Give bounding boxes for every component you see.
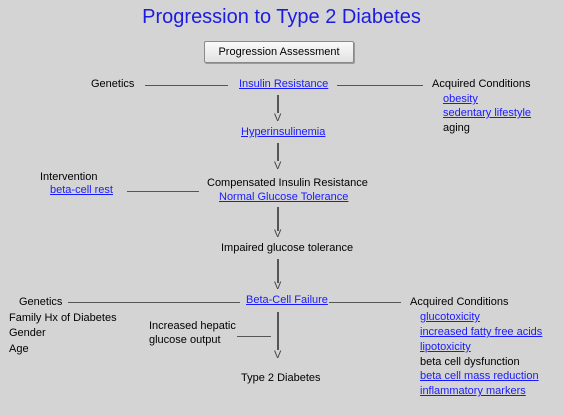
arrow-down-icon: V	[274, 280, 282, 292]
arrow-shaft	[277, 259, 279, 283]
beta-cell-failure-link[interactable]: Beta-Cell Failure	[246, 294, 328, 306]
arrow-down-icon: V	[274, 228, 282, 240]
inflammatory-markers-link[interactable]: inflammatory markers	[420, 385, 526, 397]
beta-cell-rest-link[interactable]: beta-cell rest	[50, 184, 113, 196]
impaired-glucose-tolerance-label: Impaired glucose tolerance	[221, 242, 354, 254]
age-label: Age	[9, 343, 29, 355]
acquired-conditions-header: Acquired Conditions	[410, 296, 509, 308]
connector-line	[237, 336, 271, 337]
arrow-shaft	[277, 207, 279, 231]
obesity-link[interactable]: obesity	[443, 93, 478, 105]
lipotoxicity-link[interactable]: lipotoxicity	[420, 341, 471, 353]
hyperinsulinemia-link[interactable]: Hyperinsulinemia	[241, 126, 326, 138]
aging-label: aging	[443, 122, 470, 134]
compensated-insulin-resistance-label: Compensated Insulin Resistance	[207, 177, 368, 189]
glucotoxicity-link[interactable]: glucotoxicity	[420, 311, 480, 323]
arrow-down-icon: V	[274, 112, 282, 124]
connector-line	[337, 85, 423, 86]
beta-cell-dysfunction-label: beta cell dysfunction	[420, 356, 520, 368]
sedentary-lifestyle-link[interactable]: sedentary lifestyle	[443, 107, 532, 119]
connector-line	[127, 191, 199, 192]
arrow-down-icon: V	[274, 160, 282, 172]
glucose-output-label: glucose output	[149, 334, 221, 346]
increased-hepatic-label: Increased hepatic	[149, 320, 236, 332]
family-history-label: Family Hx of Diabetes	[9, 312, 117, 324]
insulin-resistance-link[interactable]: Insulin Resistance	[239, 78, 329, 90]
page-title: Progression to Type 2 Diabetes	[142, 6, 421, 28]
genetics-label: Genetics	[91, 78, 135, 90]
arrow-shaft	[277, 312, 279, 350]
type-2-diabetes-label: Type 2 Diabetes	[241, 372, 321, 384]
progression-assessment-button[interactable]: Progression Assessment	[204, 41, 354, 63]
increased-fatty-free-acids-link[interactable]: increased fatty free acids	[420, 326, 543, 338]
genetics-label: Genetics	[19, 296, 63, 308]
connector-line	[329, 302, 401, 303]
arrow-shaft	[277, 143, 279, 161]
intervention-label: Intervention	[40, 171, 98, 183]
beta-cell-mass-reduction-link[interactable]: beta cell mass reduction	[420, 370, 539, 382]
acquired-conditions-header: Acquired Conditions	[432, 78, 531, 90]
arrow-down-icon: V	[274, 349, 282, 361]
arrow-shaft	[277, 95, 279, 113]
connector-line	[68, 302, 240, 303]
normal-glucose-tolerance-link[interactable]: Normal Glucose Tolerance	[219, 191, 349, 203]
gender-label: Gender	[9, 327, 46, 339]
connector-line	[145, 85, 228, 86]
